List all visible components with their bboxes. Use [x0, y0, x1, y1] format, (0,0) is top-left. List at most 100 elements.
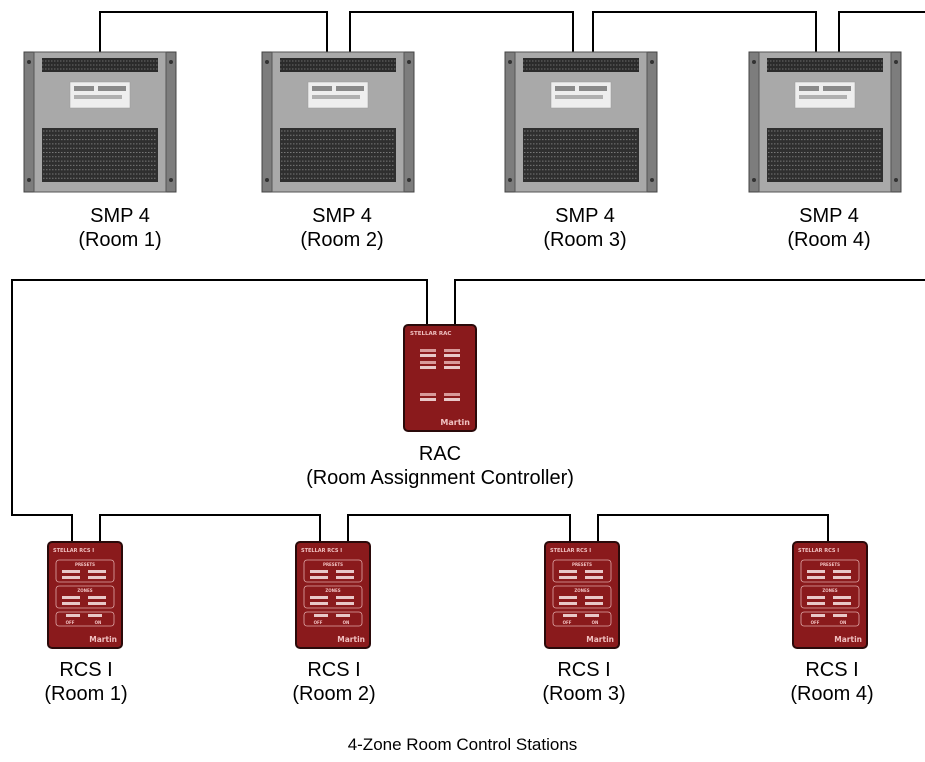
zone-button [559, 602, 577, 605]
off-label: OFF [66, 620, 75, 625]
zone-button [336, 602, 354, 605]
zones-label: ZONES [822, 588, 837, 593]
amplifier-label: SMP 4 (Room 1) [40, 204, 200, 252]
mount-hole [27, 60, 31, 64]
rac-label: RAC (Room Assignment Controller) [240, 442, 640, 490]
rack-flange-left [261, 51, 273, 193]
zone-button [585, 596, 603, 599]
rac-button [444, 354, 460, 357]
bottom-vent-grille [767, 128, 883, 182]
zone-button [88, 602, 106, 605]
presets-group-frame [800, 559, 860, 583]
mount-hole [27, 178, 31, 182]
station-label: RCS I (Room 3) [514, 658, 654, 706]
rac-faceplate [403, 324, 477, 432]
station-link-cable [347, 514, 571, 542]
amplifier-room: (Room 4) [787, 229, 871, 251]
station-model: RCS I [59, 659, 113, 681]
amplifier-model: SMP 4 [90, 205, 150, 227]
preset-button [88, 576, 106, 579]
rac-legend-mark [444, 361, 460, 364]
presets-label: PRESETS [572, 562, 592, 567]
preset-button [807, 576, 825, 579]
mount-hole [265, 60, 269, 64]
zones-label: ZONES [574, 588, 589, 593]
rac-legend-mark [444, 349, 460, 352]
zone-button [807, 602, 825, 605]
label-plate-mark [312, 95, 360, 99]
amplifier-room: (Room 3) [543, 229, 627, 251]
on-label: ON [343, 620, 350, 625]
zone-button [833, 602, 851, 605]
station-label: RCS I (Room 2) [264, 658, 404, 706]
bottom-vent-grille [523, 128, 639, 182]
station-panel-title: STELLAR RCS I [798, 548, 839, 554]
amplifier-model: SMP 4 [312, 205, 372, 227]
on-label: ON [840, 620, 847, 625]
off-label: OFF [811, 620, 820, 625]
station-model: RCS I [307, 659, 361, 681]
label-plate-mark [555, 95, 603, 99]
label-plate-mark [336, 86, 364, 91]
rack-flange-right [165, 51, 177, 193]
rac-input-cable [454, 279, 925, 325]
label-plate-mark [74, 95, 122, 99]
label-plate-mark [799, 86, 819, 91]
martin-logo: Martin [337, 635, 365, 644]
zone-button [310, 602, 328, 605]
rac-panel-title: STELLAR RAC [410, 331, 451, 337]
preset-button [585, 576, 603, 579]
amp-link-cable [99, 11, 328, 52]
station-room: (Room 4) [790, 683, 874, 705]
off-label: OFF [314, 620, 323, 625]
zone-button [62, 596, 80, 599]
amplifier-label: SMP 4 (Room 3) [505, 204, 665, 252]
zone-button [310, 596, 328, 599]
off-button [563, 614, 577, 617]
zone-button [585, 602, 603, 605]
rac-button [420, 354, 436, 357]
smp4-amplifier-unit [23, 51, 177, 193]
station-model: RCS I [805, 659, 859, 681]
preset-button [310, 576, 328, 579]
preset-button [310, 570, 328, 573]
amplifier-room: (Room 1) [78, 229, 162, 251]
mount-hole [265, 178, 269, 182]
mount-hole [894, 60, 898, 64]
smp4-amplifier-unit [261, 51, 415, 193]
off-button [66, 614, 80, 617]
station-link-cable [597, 514, 829, 542]
smp4-amplifier-unit [748, 51, 902, 193]
zone-button [559, 596, 577, 599]
station-link-cable [99, 514, 321, 542]
station-faceplate [295, 541, 371, 649]
rack-flange-left [504, 51, 516, 193]
diagram-caption: 4-Zone Room Control Stations [347, 735, 578, 754]
preset-button [833, 576, 851, 579]
mount-hole [169, 60, 173, 64]
mount-hole [894, 178, 898, 182]
rack-flange-left [23, 51, 35, 193]
rack-flange-left [748, 51, 760, 193]
cable-network [11, 11, 925, 542]
station-label: RCS I (Room 1) [16, 658, 156, 706]
power-group-frame [55, 611, 115, 627]
preset-button [807, 570, 825, 573]
martin-logo: Martin [834, 635, 862, 644]
station-faceplate [544, 541, 620, 649]
amplifier-room: (Room 2) [300, 229, 384, 251]
mount-hole [752, 60, 756, 64]
off-label: OFF [563, 620, 572, 625]
zone-button [833, 596, 851, 599]
station-room: (Room 3) [542, 683, 626, 705]
station-room: (Room 1) [44, 683, 128, 705]
mount-hole [407, 178, 411, 182]
zones-group-frame [800, 585, 860, 609]
preset-button [62, 576, 80, 579]
on-button [336, 614, 350, 617]
rac-name: RAC [418, 443, 462, 465]
power-group-frame [303, 611, 363, 627]
label-plate-mark [823, 86, 851, 91]
